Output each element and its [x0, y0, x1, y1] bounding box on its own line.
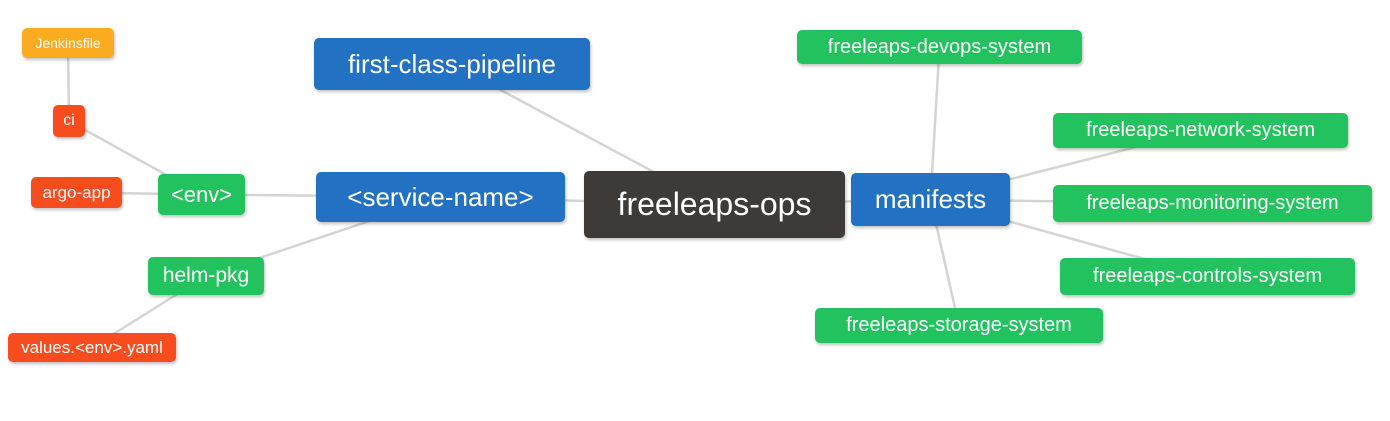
node-monitoring-system[interactable]: freeleaps-monitoring-system — [1053, 185, 1372, 222]
node-env[interactable]: <env> — [158, 174, 245, 215]
node-ci[interactable]: ci — [53, 105, 85, 137]
node-manifests[interactable]: manifests — [851, 173, 1010, 226]
node-storage-system[interactable]: freeleaps-storage-system — [815, 308, 1103, 343]
node-freeleaps-ops[interactable]: freeleaps-ops — [584, 171, 845, 238]
node-first-class-pipeline[interactable]: first-class-pipeline — [314, 38, 590, 90]
node-controls-system[interactable]: freeleaps-controls-system — [1060, 258, 1355, 295]
node-values-env-yaml[interactable]: values.<env>.yaml — [8, 333, 176, 362]
node-service-name[interactable]: <service-name> — [316, 172, 565, 222]
node-argo-app[interactable]: argo-app — [31, 177, 122, 208]
node-helm-pkg[interactable]: helm-pkg — [148, 257, 264, 295]
node-network-system[interactable]: freeleaps-network-system — [1053, 113, 1348, 148]
node-devops-system[interactable]: freeleaps-devops-system — [797, 30, 1082, 64]
node-jenkinsfile[interactable]: Jenkinsfile — [22, 28, 114, 58]
